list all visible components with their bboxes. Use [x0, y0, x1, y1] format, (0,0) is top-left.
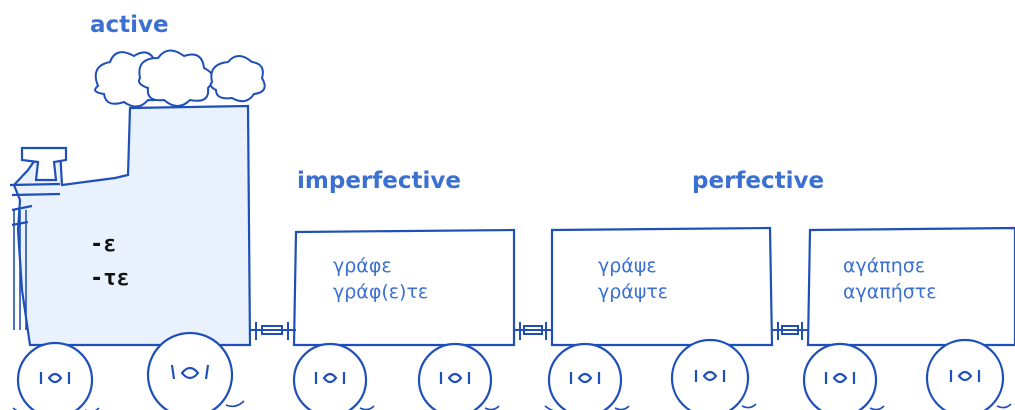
locomotive-ending: -ε — [90, 232, 117, 257]
car-1-form: γράφ(ε)τε — [333, 281, 429, 303]
locomotive-ending: -τε — [90, 266, 130, 291]
car-box-2 — [550, 226, 774, 347]
cars — [292, 226, 1015, 347]
wheel — [417, 342, 500, 410]
wheel — [12, 341, 100, 410]
smoke-clouds — [94, 49, 266, 108]
car-2-form: γράψε — [598, 255, 657, 277]
car-box-1 — [292, 228, 516, 347]
imperfective-label: imperfective — [297, 168, 461, 194]
wheel — [146, 331, 245, 410]
wheels — [12, 331, 1012, 410]
locomotive-chimney — [20, 146, 68, 182]
wheel — [670, 338, 757, 410]
couplers — [250, 322, 808, 340]
perfective-label: perfective — [692, 168, 825, 194]
locomotive-body — [12, 104, 252, 347]
coupler-3 — [772, 322, 808, 340]
locomotive — [9, 104, 252, 347]
voice-label: active — [90, 12, 169, 38]
locomotive-front — [9, 182, 61, 227]
car-1-form: γράφε — [333, 255, 392, 277]
locomotive-grille — [13, 210, 27, 330]
car-box-3 — [806, 226, 1015, 347]
wheel — [292, 342, 375, 410]
car-3-form: αγαπήστε — [843, 281, 937, 303]
wheel — [544, 342, 630, 410]
wheel — [925, 338, 1012, 410]
wheel — [802, 342, 885, 410]
car-3-form: αγάπησε — [843, 255, 926, 277]
car-2-form: γράψτε — [598, 281, 669, 303]
smoke-cloud-middle — [138, 49, 215, 107]
coupler-2 — [514, 322, 552, 340]
coupler-1 — [250, 322, 296, 340]
smoke-cloud-right — [209, 55, 266, 103]
